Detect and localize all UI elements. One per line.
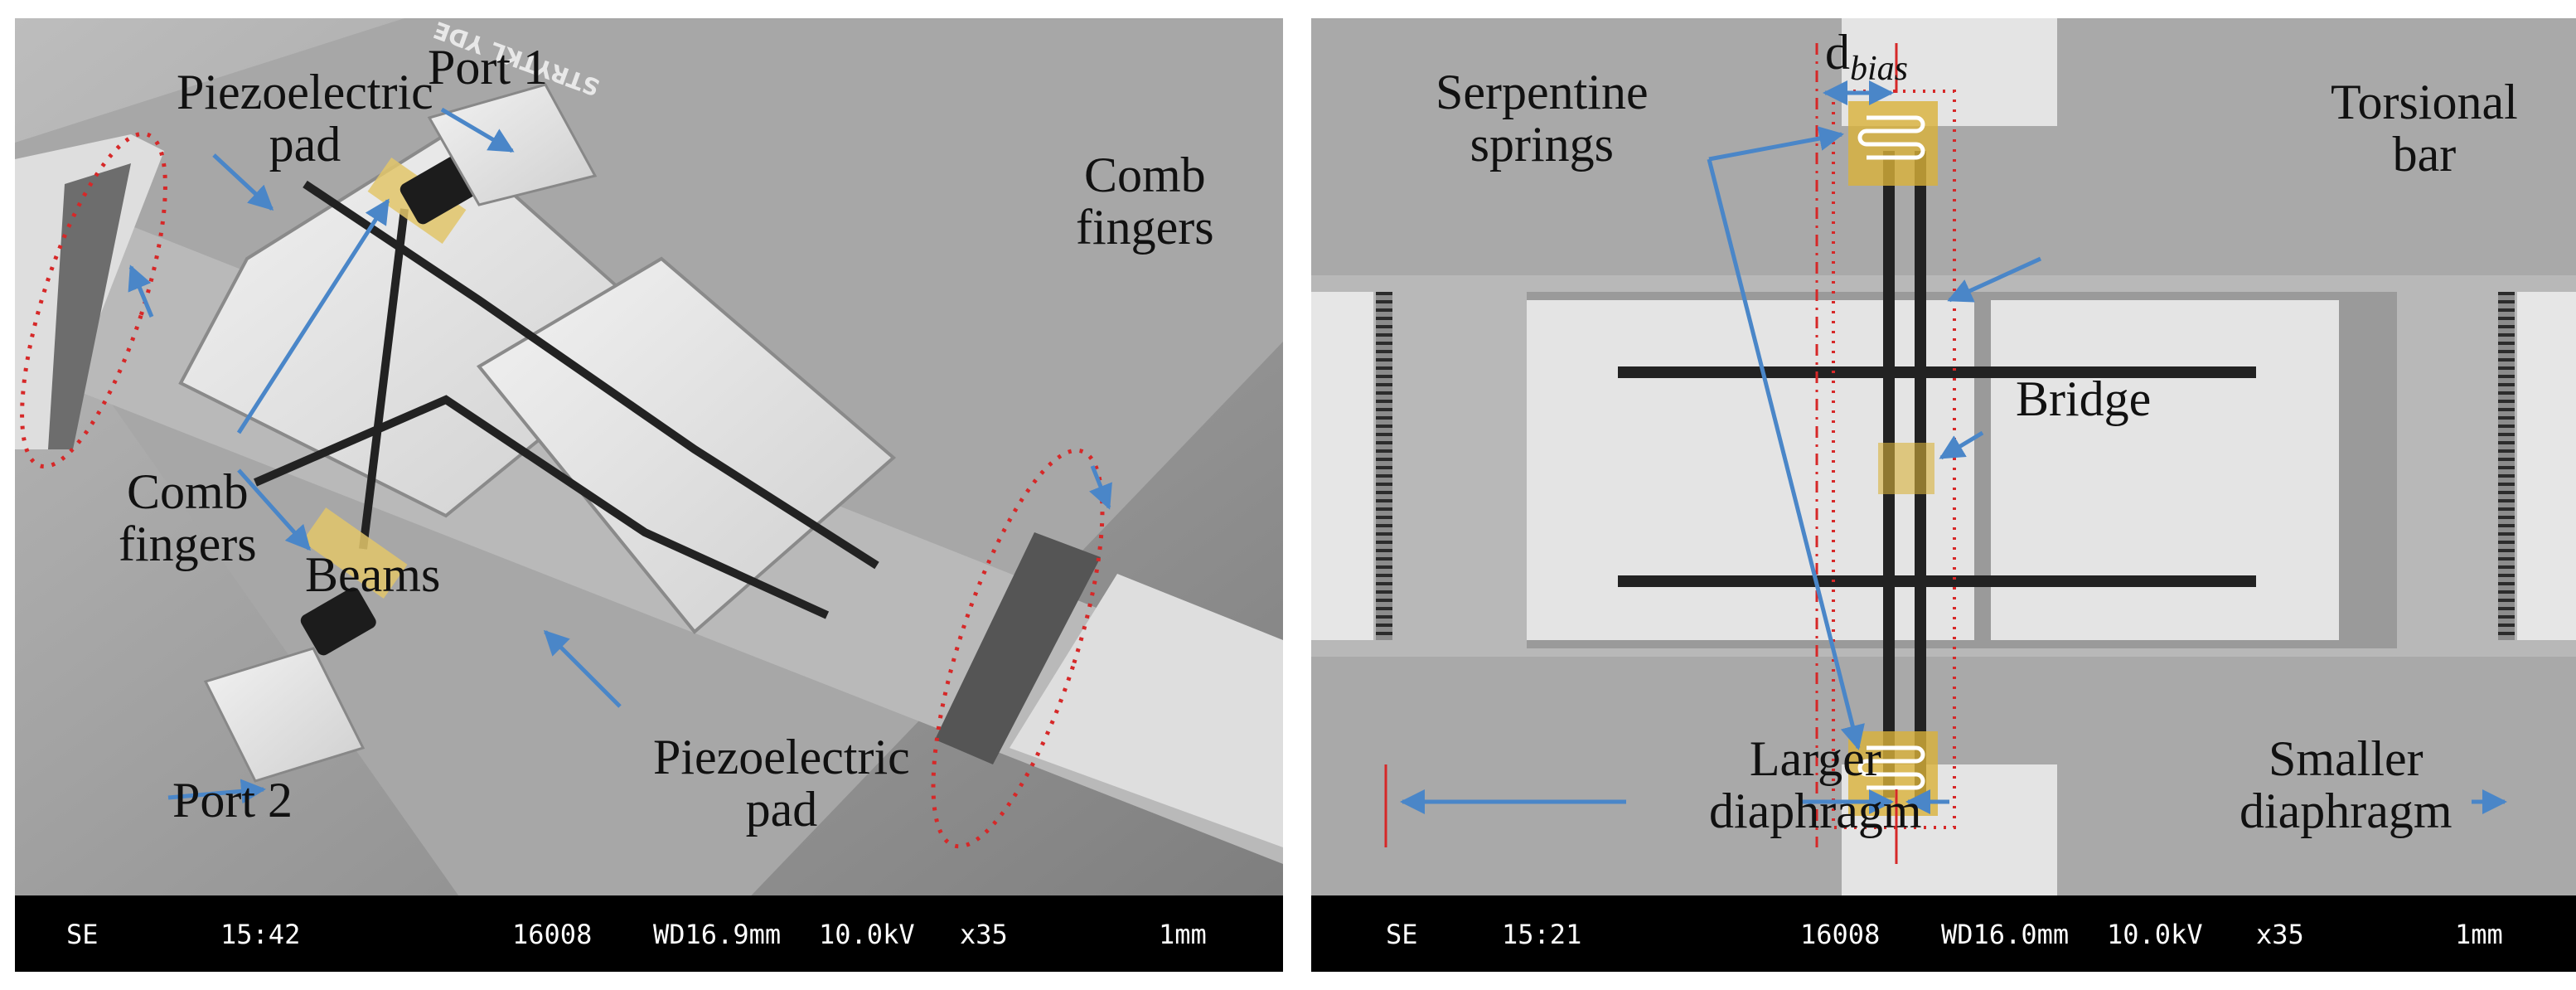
label-bridge: Bridge (2016, 371, 2152, 426)
sem-status-bar-right: SE 15:21 16008 WD16.0mm 10.0kV x35 1mm (1311, 895, 2576, 972)
beam-highlight-bottom (302, 507, 408, 599)
label-port1: Port 1 (428, 40, 549, 95)
label-torsional-line1: Torsional (2331, 75, 2518, 129)
arrow-torsional (1947, 256, 2042, 303)
upper-beam (303, 180, 879, 570)
label-comb-left-line2: fingers (119, 517, 257, 571)
label-piezo-bottom-line1: Piezoelectric (653, 730, 910, 784)
serpentine-top (1857, 115, 1925, 160)
status-id: 16008 (1800, 919, 1881, 950)
label-piezo-top-line2: pad (269, 117, 341, 172)
label-piezo-bottom-line2: pad (745, 782, 818, 837)
right-comb-fingers (935, 532, 1101, 764)
label-piezo-top: Piezoelectric pad (177, 66, 433, 171)
left-comb-ellipse (20, 131, 167, 469)
status-mode: SE (1386, 919, 1418, 950)
label-dbias: dbias (1825, 25, 1909, 88)
status-mag: x35 (960, 919, 1008, 950)
arrow-port1 (440, 107, 515, 153)
label-smaller: Smaller diaphragm (2239, 733, 2453, 837)
label-comb-right-line2: fingers (1076, 200, 1214, 255)
status-time: 15:42 (220, 919, 301, 950)
label-comb-left: Comb fingers (119, 466, 257, 570)
status-mode: SE (66, 919, 99, 950)
upper-beam-left (1618, 366, 1991, 378)
status-time: 15:21 (1502, 919, 1582, 950)
label-serpentine-line1: Serpentine (1436, 65, 1649, 119)
label-piezo-bottom: Piezoelectric pad (653, 731, 910, 836)
status-kv: 10.0kV (819, 919, 915, 950)
label-port2: Port 2 (172, 773, 293, 827)
bridge-highlight (1878, 443, 1934, 494)
label-smaller-line1: Smaller (2268, 731, 2423, 786)
label-beams: Beams (305, 547, 441, 602)
label-larger-line2: diaphragm (1709, 784, 1922, 838)
upper-beam-right (1941, 366, 2256, 378)
status-wd: WD16.9mm (653, 919, 782, 950)
label-torsional: Torsional bar (2331, 76, 2518, 181)
right-sem-image: dbias Serpentine springs Torsional bar B… (1311, 18, 2576, 972)
sem-status-bar-left: SE 15:42 16008 WD16.9mm 10.0kV x35 1mm (15, 895, 1283, 972)
lower-beam (254, 395, 830, 619)
label-smaller-line2: diaphragm (2239, 784, 2453, 838)
arrow-piezo-bottom (543, 629, 622, 708)
label-comb-left-line1: Comb (126, 464, 249, 519)
status-kv: 10.0kV (2107, 919, 2203, 950)
status-scale: 1mm (1159, 919, 1207, 950)
label-serpentine: Serpentine springs (1436, 66, 1649, 171)
lower-beam-right (1941, 575, 2256, 587)
left-comb-fingers (1376, 292, 1392, 640)
label-torsional-line2: bar (2392, 127, 2457, 182)
status-id: 16008 (512, 919, 593, 950)
lower-beam-left (1618, 575, 1991, 587)
arrow-serpentine-bottom (1707, 158, 1865, 750)
right-comb-ellipse (931, 448, 1105, 849)
spring-bottom (300, 587, 376, 656)
left-pad-region (1311, 292, 1373, 640)
arrow-serpentine-top (1708, 126, 1844, 162)
center-bar (359, 208, 409, 550)
arrow-port2 (167, 779, 266, 804)
right-comb-fingers (2498, 292, 2515, 640)
label-comb-right-line1: Comb (1083, 148, 1206, 202)
arrow-comb-right (1089, 465, 1112, 510)
smaller-diaphragm-pad (1991, 300, 2339, 640)
label-larger-line1: Larger (1749, 731, 1881, 786)
serpentine-bottom (1857, 745, 1925, 790)
right-pad-region (2517, 292, 2576, 640)
right-pad-region (1010, 574, 1283, 847)
arrow-beams-top (236, 198, 390, 434)
arrow-comb-left (128, 264, 154, 318)
status-mag: x35 (2256, 919, 2304, 950)
left-sem-image: STRYTKL YDE Port 1 Piezoelectric pad Com… (15, 18, 1283, 972)
spring-top (399, 156, 476, 225)
left-sem-scene (15, 18, 1283, 972)
label-dbias-sub: bias (1850, 50, 1909, 88)
label-piezo-top-line1: Piezoelectric (177, 65, 433, 119)
status-wd: WD16.0mm (1941, 919, 2070, 950)
arrow-bridge (1939, 430, 1984, 460)
left-comb-fingers (48, 163, 131, 449)
label-larger: Larger diaphragm (1709, 733, 1922, 837)
label-comb-right: Comb fingers (1076, 149, 1214, 254)
port2-pad (203, 647, 366, 783)
arrow-beams-bottom (237, 468, 312, 551)
label-serpentine-line2: springs (1470, 117, 1614, 172)
arrow-piezo-top (212, 153, 274, 211)
label-dbias-main: d (1825, 25, 1850, 80)
right-sem-scene (1311, 18, 2576, 972)
spring-region-outline (1832, 90, 1956, 829)
status-scale: 1mm (2455, 919, 2503, 950)
